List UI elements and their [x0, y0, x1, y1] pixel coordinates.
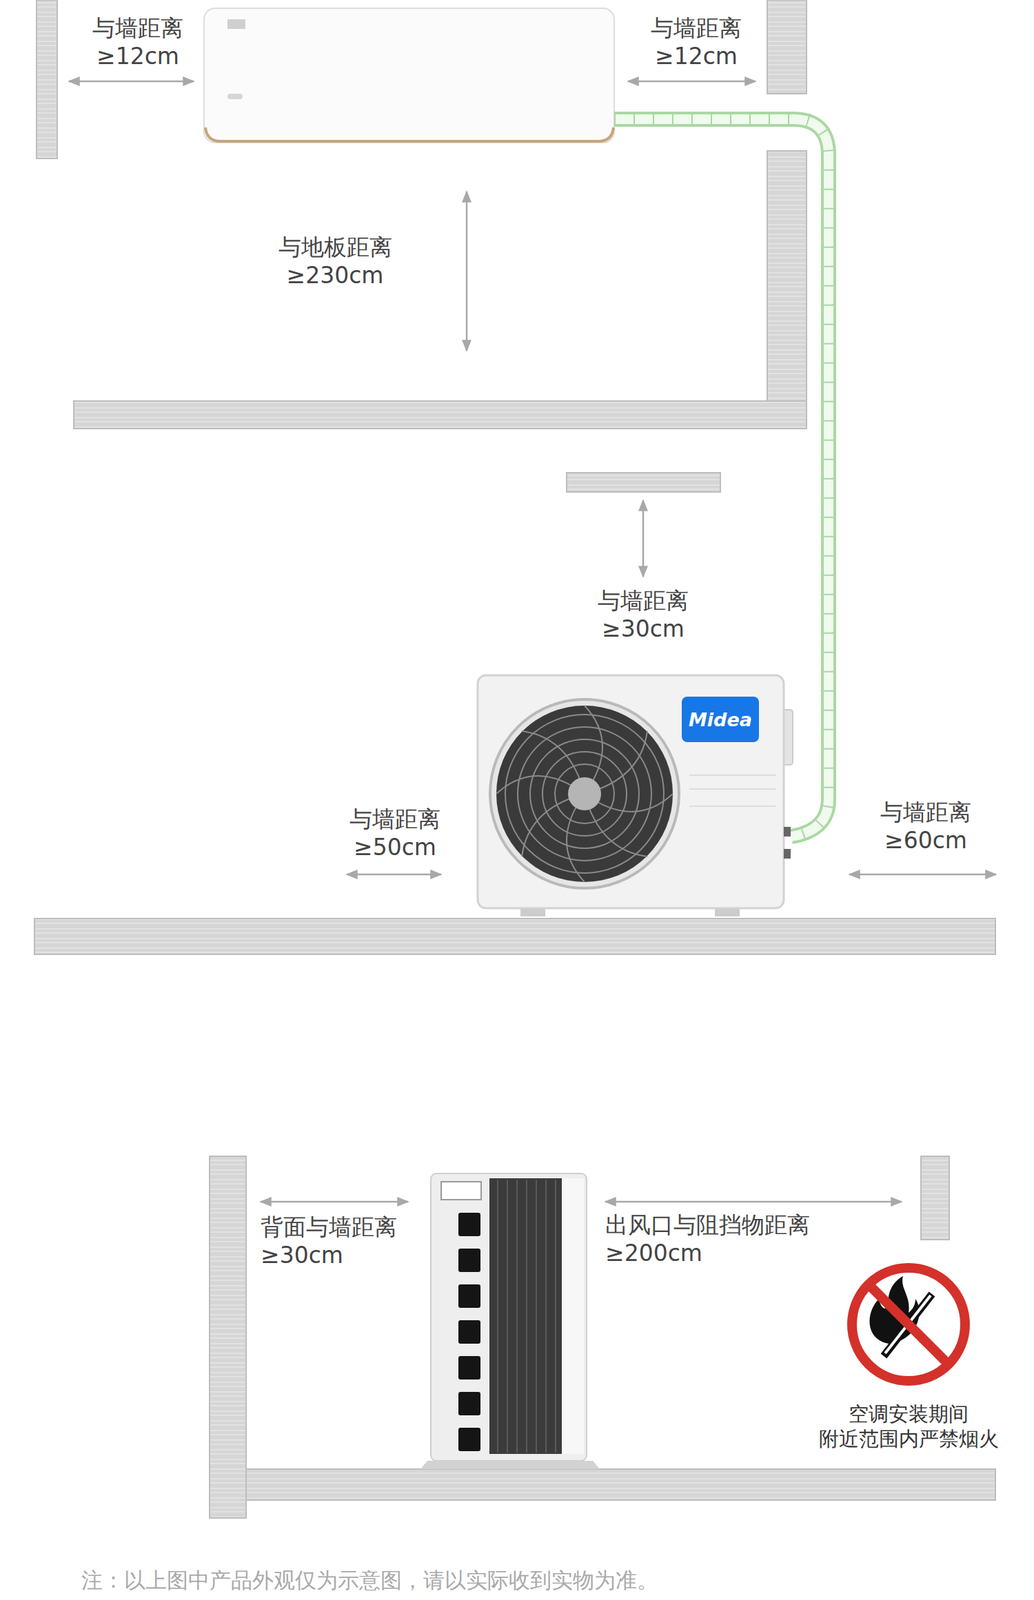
drawing-part	[246, 1469, 996, 1501]
drawing-part	[490, 699, 679, 889]
drawing-part	[517, 727, 652, 861]
indoor-unit	[204, 8, 615, 143]
drawing-part	[420, 1461, 600, 1470]
drawing-part	[430, 1173, 587, 1462]
drawing-part	[68, 80, 194, 83]
drawing-part	[530, 739, 640, 849]
drawing-part	[767, 150, 807, 429]
drawing-part	[458, 1249, 481, 1273]
drawing-part	[465, 191, 469, 351]
drawing-part	[496, 705, 673, 883]
drawing-part	[458, 1284, 481, 1309]
no-fire-sign	[852, 1268, 966, 1382]
drawing-part	[458, 1356, 481, 1381]
drawing-part	[458, 1213, 481, 1452]
drawing-part	[458, 1320, 481, 1345]
drawing-part	[566, 472, 721, 493]
drawing-part	[73, 401, 807, 429]
outdoor-unit-side	[420, 1173, 600, 1470]
dimension-label: 与墙距离 ≥12cm	[92, 13, 184, 72]
drawing-part	[204, 8, 615, 143]
drawing-part	[869, 1285, 948, 1365]
dimension-label: 与墙距离 ≥50cm	[349, 805, 441, 863]
drawing-part	[458, 1213, 481, 1237]
drawing-part	[767, 0, 807, 94]
drawing-part	[209, 1156, 247, 1519]
outdoor-unit	[477, 675, 793, 917]
drawing-part	[441, 1182, 482, 1201]
drawing-part	[458, 1428, 481, 1452]
dimension-label: 与墙距离 ≥12cm	[650, 13, 742, 72]
dimension-label: 出风口与阻挡物距离 ≥200cm	[605, 1211, 810, 1269]
drawing-part	[642, 500, 645, 577]
dimension-label: 背面与墙距离 ≥30cm	[260, 1213, 398, 1271]
drawing-part	[689, 775, 776, 807]
drawing-part	[458, 1392, 481, 1416]
drawing-part	[34, 918, 996, 955]
drawing-part	[568, 777, 602, 811]
dimension-label: 与墙距离 ≥60cm	[880, 798, 972, 856]
brand-logo-box: Midea	[681, 696, 759, 743]
drawing-part	[205, 127, 614, 142]
drawing-part	[227, 19, 246, 29]
drawing-part	[554, 764, 615, 824]
drawing-part	[605, 1201, 902, 1204]
note-text: 注：以上图中产品外观仅为示意图，请以实际收到实物为准。	[81, 1567, 659, 1595]
dimension-arrows	[68, 81, 997, 1203]
drawing-part	[497, 1180, 556, 1454]
drawing-part	[496, 705, 673, 883]
drawing-part	[36, 0, 58, 159]
drawing-part	[477, 675, 784, 909]
drawing-part	[561, 1178, 584, 1455]
brand-logo-text: Midea	[688, 709, 753, 731]
drawing-part	[627, 80, 756, 83]
drawing-part	[346, 874, 442, 877]
drawing-part	[783, 849, 791, 859]
drawing-part	[783, 827, 791, 837]
drawing-part	[505, 714, 664, 874]
drawing-part	[852, 1268, 966, 1382]
drawing-part	[260, 1201, 409, 1204]
drawing-part	[849, 874, 997, 877]
wall-group	[34, 0, 996, 1519]
drawing-part	[227, 93, 243, 100]
dimension-label: 与墙距离 ≥30cm	[597, 586, 689, 644]
drawing-part	[489, 1178, 562, 1455]
warning-text: 空调安装期间 附近范围内严禁烟火	[818, 1402, 999, 1453]
drawing-part	[920, 1156, 950, 1241]
drawing-part	[542, 752, 627, 837]
dimension-label: 与地板距离 ≥230cm	[278, 232, 393, 291]
